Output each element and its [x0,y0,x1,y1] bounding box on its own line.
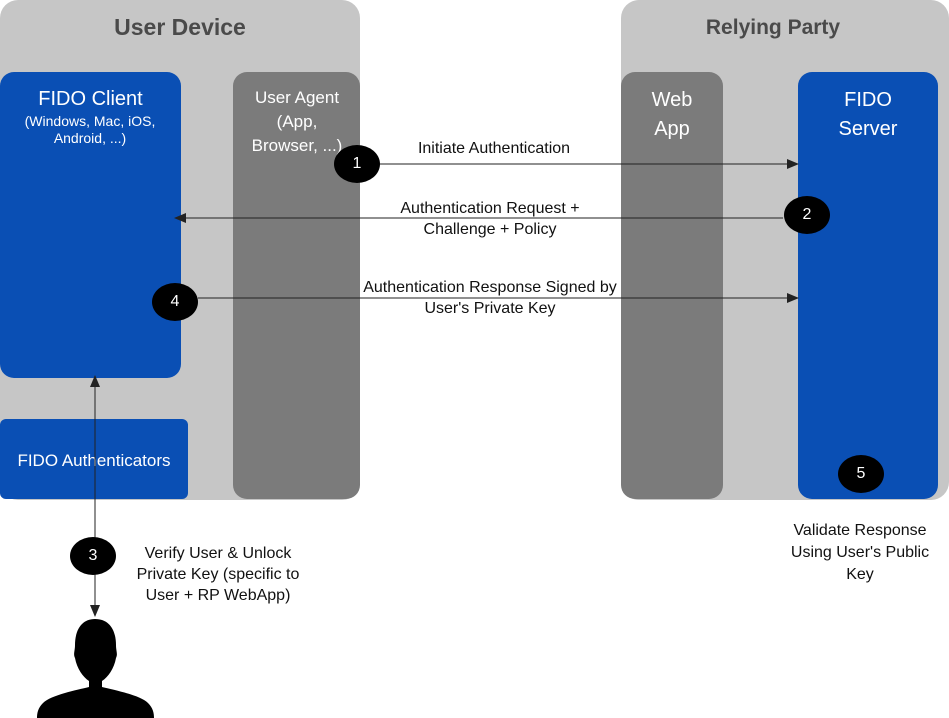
web-app-title: Web App [651,89,693,140]
relying-party-title: Relying Party [705,16,841,39]
step-2-badge: 2 [784,196,830,234]
fido-client-title: FIDO Client [38,88,143,110]
fido-client-platforms: (Windows, Mac, iOS, Android, ...) [24,113,156,146]
fido-authenticators-box [0,419,188,499]
fido-client-box [0,72,181,378]
fido-server-title: FIDO Server [838,89,898,140]
step-4-badge: 4 [152,283,198,321]
step-3-badge: 3 [70,537,116,575]
user-silhouette-icon [37,619,154,718]
step-2-label: Authentication Request + Challenge + Pol… [400,200,580,238]
user-agent-box [233,72,360,499]
step-4-label: Authentication Response Signed by User's… [363,279,617,317]
step-5-label: Validate Response Using User's Public Ke… [790,522,930,583]
step-1-label: Initiate Authentication [417,140,571,157]
user-agent-title: User Agent (App, Browser, ...) [251,88,343,155]
fido-server-box [798,72,938,499]
step-1-badge: 1 [334,145,380,183]
web-app-box [621,72,723,499]
user-device-title: User Device [114,14,246,40]
step-5-badge: 5 [838,455,884,493]
step-3-label: Verify User & Unlock Private Key (specif… [136,545,300,604]
fido-authenticators-title: FIDO Authenticators [17,451,171,470]
